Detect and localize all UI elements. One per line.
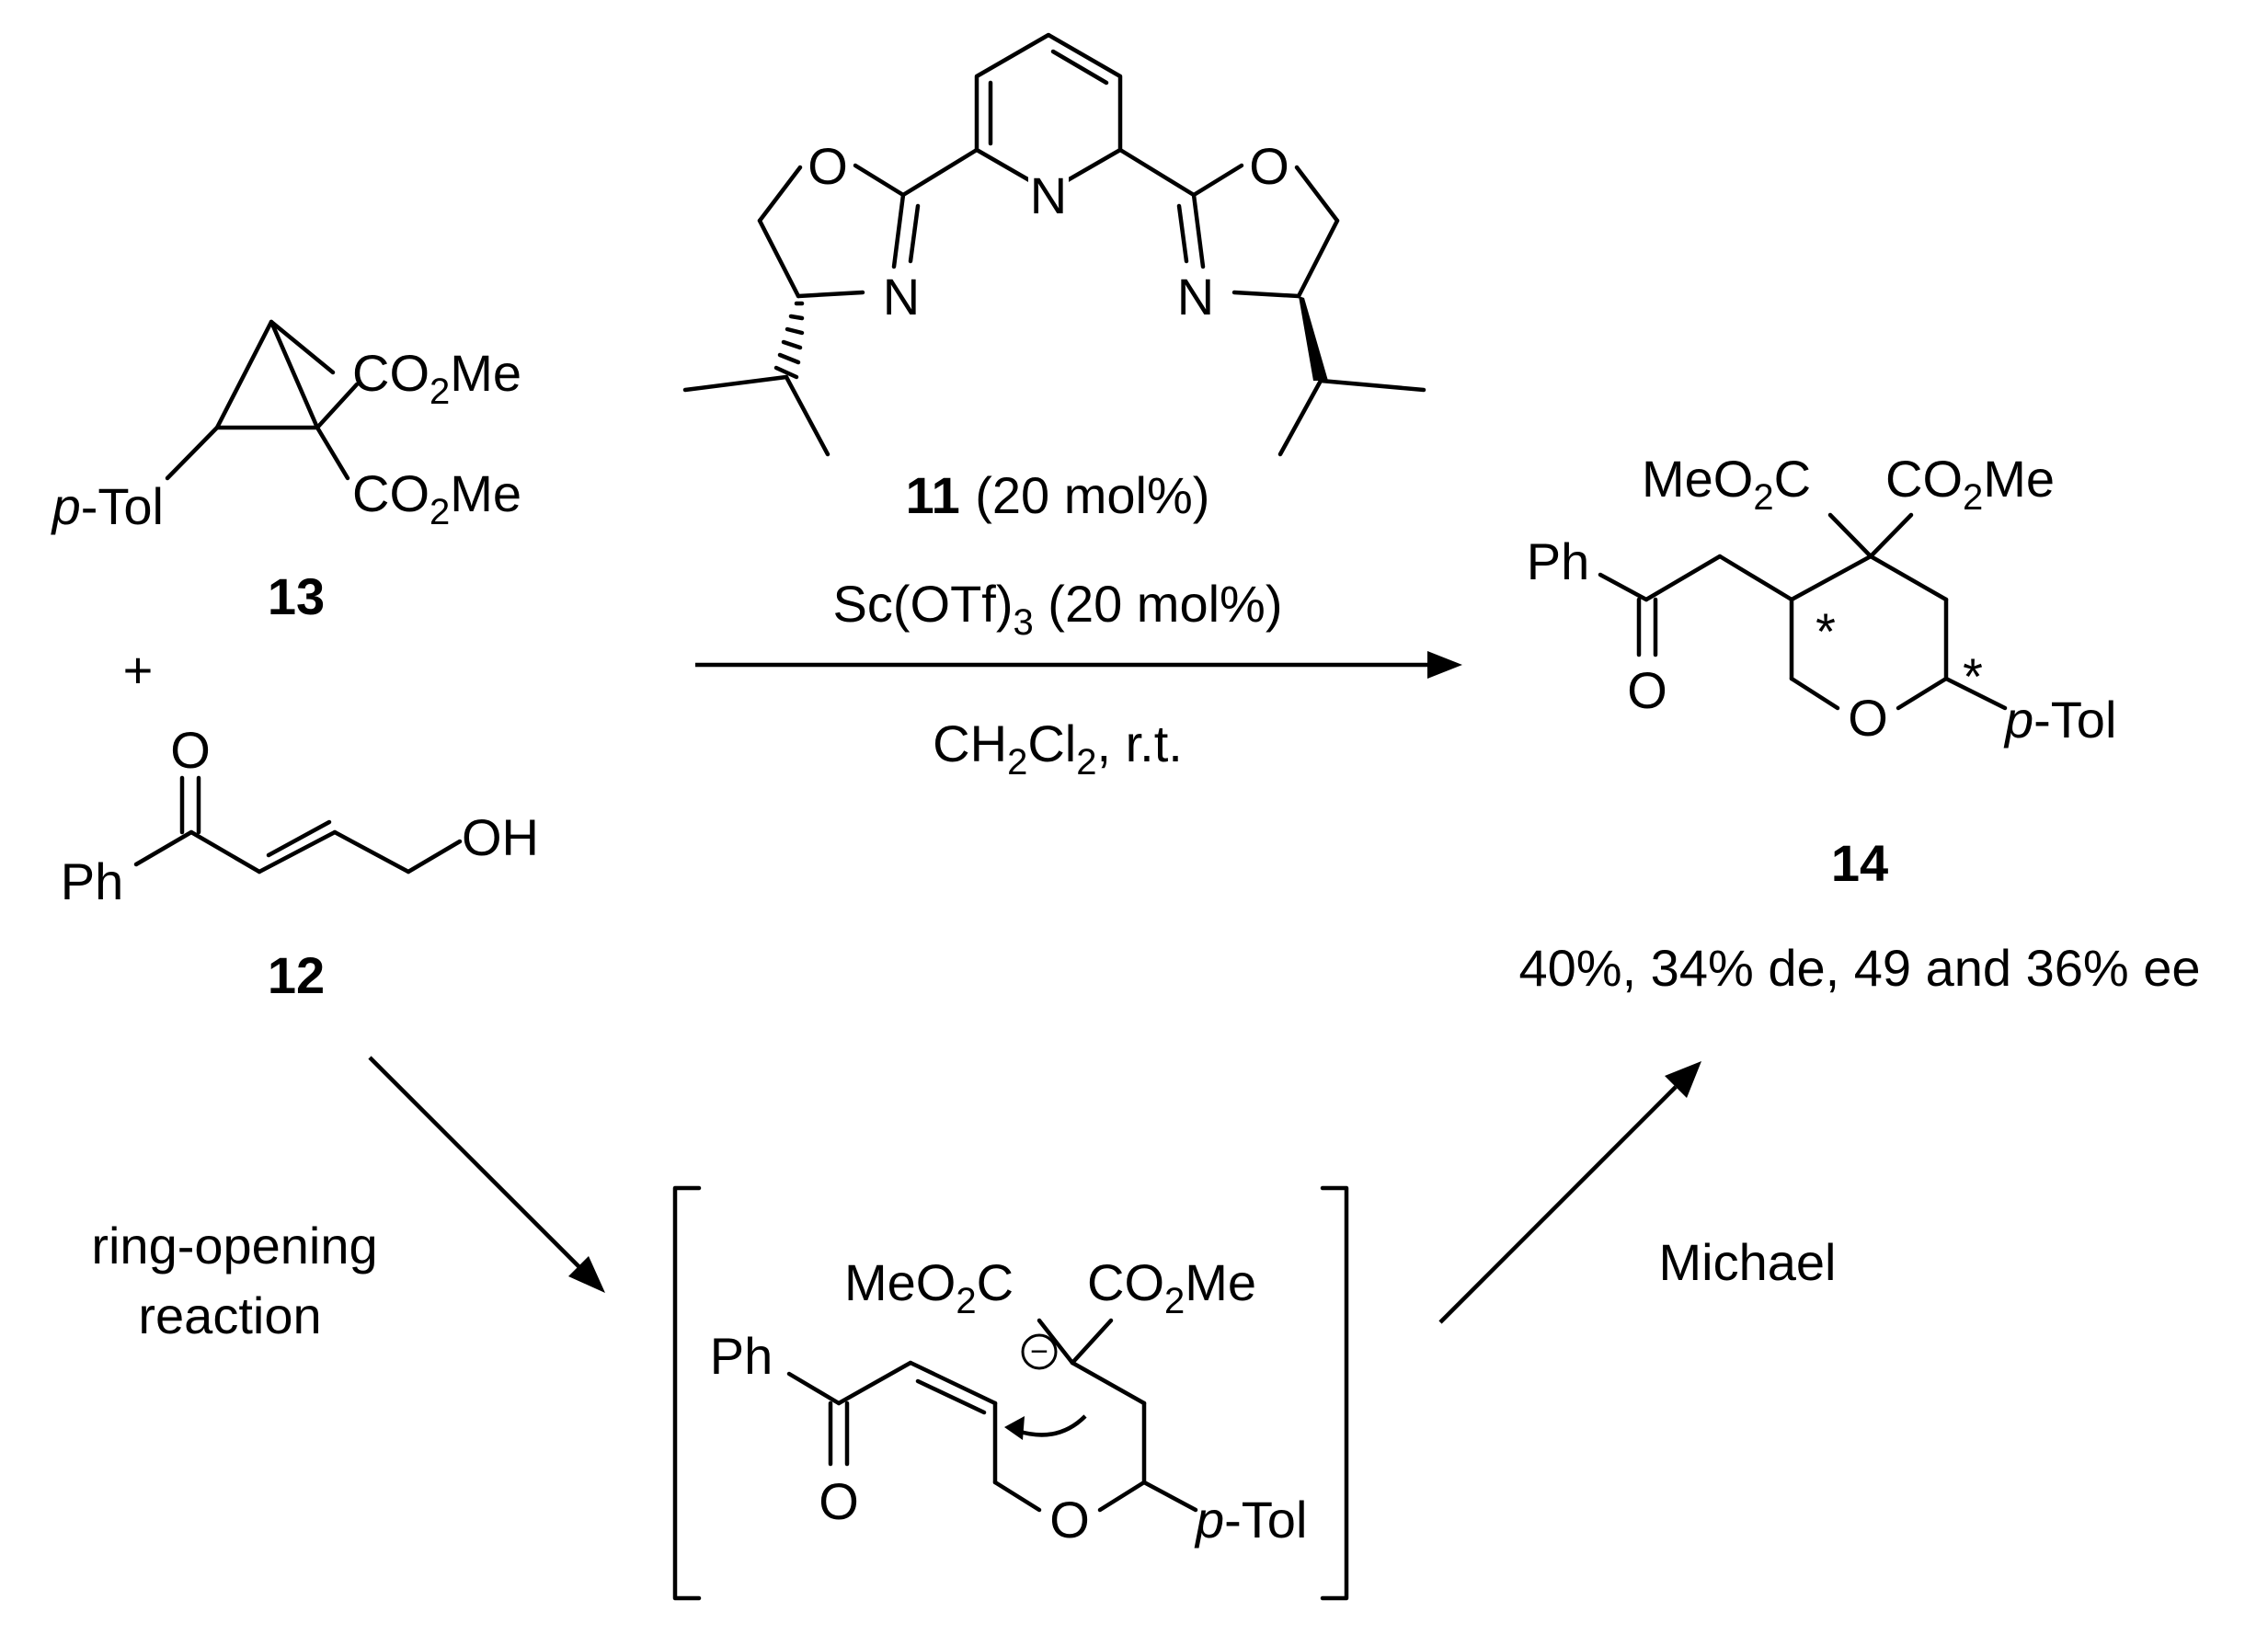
compound-14-result: 40%, 34% de, 49 and 36% ee (1518, 939, 2200, 997)
curved-electron-arrow (1016, 1414, 1087, 1437)
compound-12-phenyl: Ph (61, 852, 124, 910)
intermediate-carbonyl-oxygen: O (819, 1472, 859, 1530)
pyridine-nitrogen-label: N (1030, 166, 1067, 224)
compound-12-structure (133, 775, 463, 874)
left-oxazoline-nitrogen-label: N (883, 268, 920, 326)
compound-13-ester-bottom: CO2Me (352, 464, 521, 532)
compound-12-number: 12 (268, 946, 325, 1004)
intermediate-brackets (672, 1185, 1349, 1601)
michael-arrowhead (1665, 1061, 1701, 1098)
intermediate-phenyl: Ph (710, 1327, 773, 1385)
compound-13-ptol: p-Tol (51, 477, 164, 535)
ring-opening-arrow (368, 1056, 581, 1269)
main-arrowhead (1427, 651, 1462, 679)
ring-opening-arrowhead (568, 1256, 605, 1293)
compound-13-number: 13 (268, 567, 325, 625)
catalyst-condition: Sc(OTf)3 (20 mol%) (833, 575, 1283, 643)
compound-14-structure (1598, 512, 2008, 711)
compound-13-ester-top: CO2Me (352, 344, 521, 412)
plus-sign: + (123, 641, 154, 699)
right-oxazoline-nitrogen-label: N (1177, 268, 1214, 326)
intermediate-ether-oxygen: O (1049, 1491, 1090, 1549)
michael-label: Michael (1659, 1233, 1837, 1291)
ring-opening-label-line-2: reaction (138, 1286, 321, 1344)
compound-14-carbonyl-oxygen: O (1627, 661, 1667, 719)
compound-14-ester-right: CO2Me (1885, 450, 2055, 518)
compound-14-number: 14 (1831, 834, 1888, 892)
ligand-11-number: 11 (906, 466, 960, 524)
ligand-11-loading: (20 mol%) (975, 466, 1209, 524)
intermediate-charge: − (1030, 1334, 1048, 1369)
intermediate-ester-left: MeO2C (844, 1253, 1014, 1321)
intermediate-ester-right: CO2Me (1087, 1253, 1256, 1321)
solvent-condition: CH2Cl2, r.t. (933, 714, 1183, 783)
compound-14-ring-oxygen: O (1848, 689, 1888, 747)
left-oxazoline-oxygen-label: O (808, 137, 848, 195)
compound-14-stereo-mark-2: * (1963, 647, 1983, 705)
negative-charge-circle (1021, 1333, 1058, 1370)
curved-arrowhead (1004, 1416, 1025, 1440)
compound-14-stereo-mark-1: * (1816, 602, 1836, 660)
ligand-11-structure: N O N O N (682, 32, 1426, 457)
right-bold-wedge (1299, 296, 1328, 381)
ligand-11-caption: 11 (20 mol%) (906, 466, 1210, 524)
compound-12-carbonyl-oxygen: O (170, 721, 211, 779)
ring-opening-label-line-1: ring-opening (91, 1217, 377, 1275)
right-oxazoline-oxygen-label: O (1249, 137, 1289, 195)
compound-14-phenyl: Ph (1527, 532, 1590, 590)
compound-14-ester-left: MeO2C (1642, 450, 1811, 518)
compound-12-hydroxyl: OH (462, 808, 539, 866)
intermediate-ptol: p-Tol (1194, 1491, 1307, 1549)
michael-arrow (1438, 1085, 1678, 1324)
compound-13-structure (165, 319, 360, 481)
compound-14-ptol: p-Tol (2003, 691, 2116, 749)
intermediate-structure (786, 1318, 1198, 1513)
left-hashed-wedge (773, 301, 805, 380)
